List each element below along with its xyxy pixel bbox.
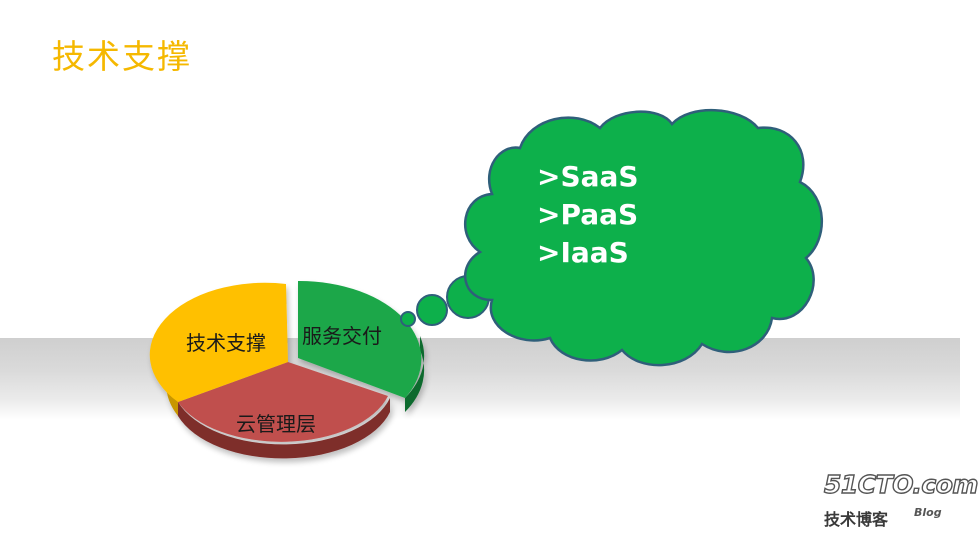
pie-side-cloud-management	[178, 398, 390, 459]
cloud-item-iaas: >IaaS	[537, 236, 629, 269]
watermark-blog: Blog	[914, 506, 942, 519]
pie-side-tech-support	[166, 362, 178, 416]
thought-dot-small	[400, 311, 416, 327]
thought-cloud	[463, 108, 824, 367]
pie-label-tech-support: 技术支撑	[186, 331, 266, 355]
pie-label-cloud-management: 云管理层	[236, 412, 316, 436]
cloud-item-saas: >SaaS	[537, 160, 639, 193]
watermark-brand: 51CTO.com	[823, 469, 978, 499]
pie-slice-service-delivery	[298, 280, 422, 398]
watermark-subtitle: 技术博客	[824, 510, 889, 529]
slide-title: 技术支撑	[52, 37, 192, 76]
thought-dot-medium	[416, 294, 448, 326]
pie-chart	[149, 280, 425, 459]
pie-side-service-delivery	[405, 336, 425, 412]
cloud-item-paas: >PaaS	[537, 198, 638, 231]
watermark-logo: 51CTO.com 技术博客 Blog	[820, 469, 978, 532]
pie-slice-tech-support	[149, 282, 288, 402]
pie-label-service-delivery: 服务交付	[302, 324, 382, 348]
pie-slice-cloud-management	[178, 362, 388, 442]
